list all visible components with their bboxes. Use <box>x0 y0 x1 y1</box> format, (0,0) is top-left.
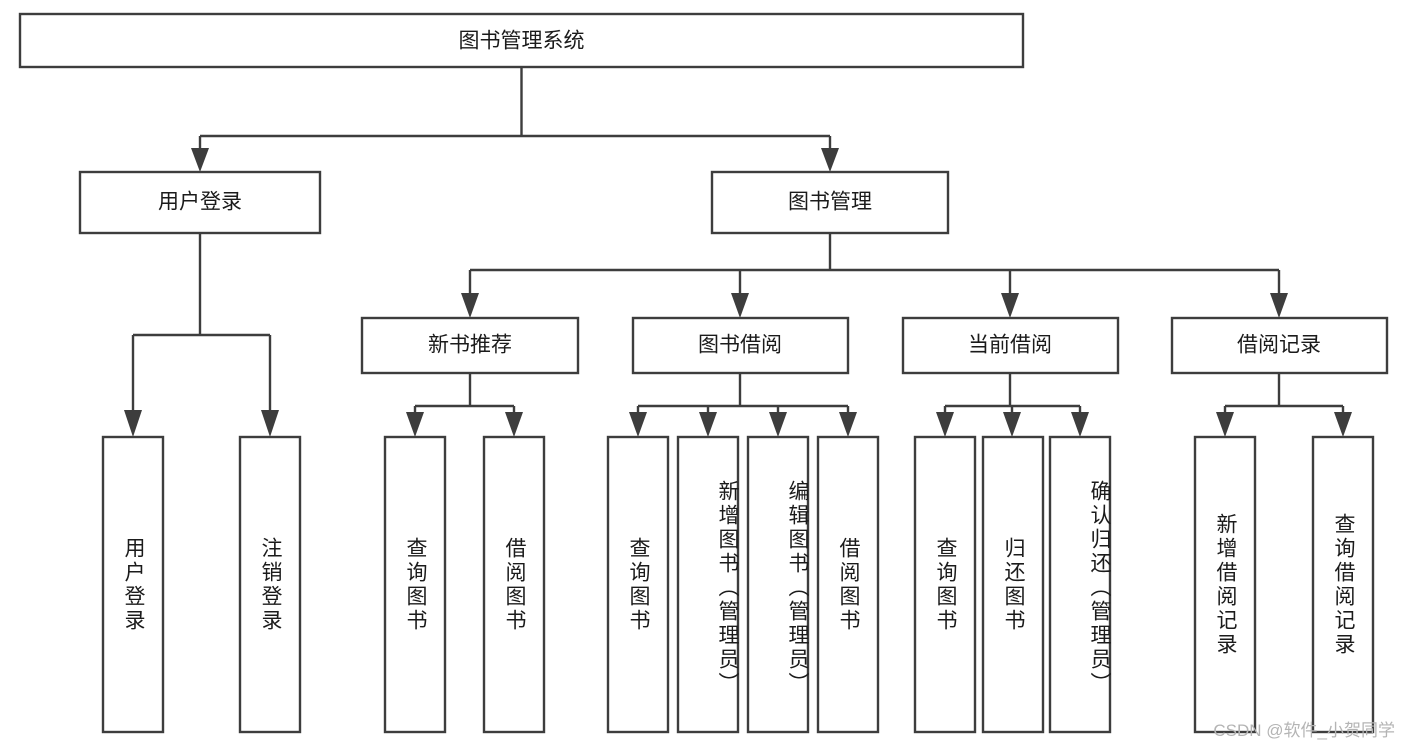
node-root-rect[interactable] <box>18 12 1025 69</box>
node-leaf-logout-rect[interactable] <box>238 435 302 734</box>
arrow-head-book-management <box>821 148 839 172</box>
node-borrow-records-label: 借阅记录 <box>1237 334 1321 357</box>
node-book-management-label: 图书管理 <box>788 191 872 214</box>
node-current-borrow-rect[interactable] <box>901 316 1120 375</box>
arrow-head-leaf-borrow-book-2 <box>839 412 857 437</box>
arrow-head-book-borrow <box>731 293 749 318</box>
node-user-login-rect[interactable] <box>78 170 322 235</box>
node-leaf-borrow-book-2-rect[interactable] <box>816 435 880 734</box>
node-borrow-records[interactable]: 借阅记录 <box>1170 316 1389 375</box>
arrow-head-leaf-confirm-return <box>1071 412 1089 437</box>
arrow-head-leaf-add-borrow-record <box>1216 412 1234 437</box>
node-root-label: 图书管理系统 <box>459 30 585 53</box>
node-new-book-recommend[interactable]: 新书推荐 <box>360 316 580 375</box>
node-current-borrow-label: 当前借阅 <box>968 334 1052 357</box>
node-leaf-add-borrow-record-rect[interactable] <box>1193 435 1257 734</box>
arrow-head-user-login <box>191 148 209 172</box>
node-user-login-label: 用户登录 <box>158 191 242 214</box>
node-leaf-confirm-return-rect[interactable] <box>1048 435 1112 734</box>
node-leaf-borrow-book-1-rect[interactable] <box>482 435 546 734</box>
node-leaf-query-book-3-rect[interactable] <box>913 435 977 734</box>
node-leaf-return-book-rect[interactable] <box>981 435 1045 734</box>
node-leaf-query-book-2-rect[interactable] <box>606 435 670 734</box>
arrow-head-new-book-recommend <box>461 293 479 318</box>
arrow-head-current-borrow <box>1001 293 1019 318</box>
node-book-borrow-label: 图书借阅 <box>698 334 782 357</box>
node-leaf-query-book-1-rect[interactable] <box>383 435 447 734</box>
arrow-head-leaf-query-book-2 <box>629 412 647 437</box>
arrow-head-leaf-query-borrow-record <box>1334 412 1352 437</box>
arrow-head-leaf-borrow-book-1 <box>505 412 523 437</box>
arrow-head-leaf-query-book-3 <box>936 412 954 437</box>
connector-layer <box>124 67 1352 437</box>
node-book-borrow[interactable]: 图书借阅 <box>631 316 850 375</box>
node-leaf-user-login-rect[interactable] <box>101 435 165 734</box>
node-leaf-edit-book-rect[interactable] <box>746 435 810 734</box>
node-new-book-recommend-label: 新书推荐 <box>428 334 512 357</box>
arrow-head-borrow-records <box>1270 293 1288 318</box>
node-leaf-add-book-rect[interactable] <box>676 435 740 734</box>
node-book-management[interactable]: 图书管理 <box>710 170 950 235</box>
node-root[interactable]: 图书管理系统 <box>18 12 1025 69</box>
node-borrow-records-rect[interactable] <box>1170 316 1389 375</box>
arrow-head-leaf-add-book <box>699 412 717 437</box>
arrow-head-leaf-logout <box>261 410 279 437</box>
arrow-head-leaf-return-book <box>1003 412 1021 437</box>
arrow-head-leaf-query-book-1 <box>406 412 424 437</box>
node-leaf-query-borrow-record-rect[interactable] <box>1311 435 1375 734</box>
arrow-head-leaf-user-login <box>124 410 142 437</box>
watermark-text: CSDN @软件_小贺同学 <box>1213 721 1395 740</box>
node-current-borrow[interactable]: 当前借阅 <box>901 316 1120 375</box>
arrow-head-leaf-edit-book <box>769 412 787 437</box>
node-user-login[interactable]: 用户登录 <box>78 170 322 235</box>
node-new-book-recommend-rect[interactable] <box>360 316 580 375</box>
node-layer: 图书管理系统 用户登录 图书管理 新书推荐 图书借阅 <box>18 12 1389 734</box>
node-book-borrow-rect[interactable] <box>631 316 850 375</box>
node-book-management-rect[interactable] <box>710 170 950 235</box>
